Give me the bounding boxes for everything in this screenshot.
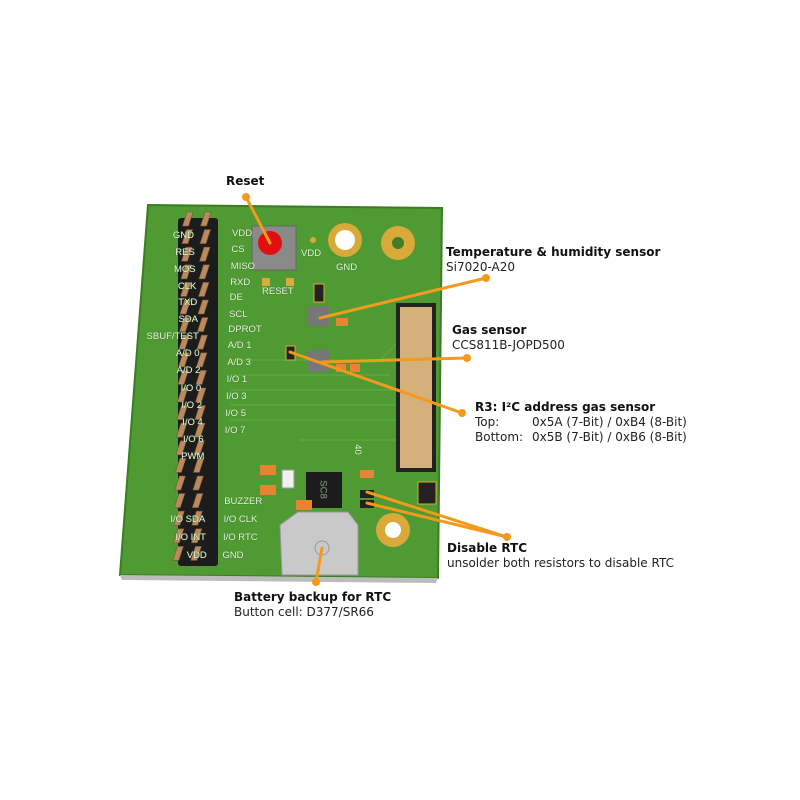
header-pin [174, 475, 186, 491]
annotation-reset: Reset [226, 174, 265, 188]
header-pin [180, 282, 192, 297]
header-pin [177, 370, 189, 385]
header-left-label: I/O 2 [181, 400, 202, 411]
header-pin [198, 264, 210, 280]
header-pin [190, 546, 202, 561]
header-pin [193, 440, 205, 456]
header-pin [177, 387, 189, 403]
header-left-label: I/O INT [175, 532, 206, 543]
header-pin [181, 246, 193, 262]
header-right-label: A/D 1 [227, 340, 252, 351]
header-pin [192, 458, 205, 473]
header-pin [196, 352, 208, 368]
header-left-label: RES [175, 247, 195, 258]
header-right-label: I/O 1 [226, 374, 248, 385]
header-right-label: MISO [230, 261, 256, 272]
header-right-label: CS [231, 244, 245, 255]
header-right-label: I/O 5 [225, 408, 246, 419]
header-left-label: A/D 2 [176, 365, 201, 376]
header-pin [174, 458, 187, 473]
header-left-label: VDD [186, 550, 207, 561]
header-pin [172, 528, 185, 544]
header-pin [197, 317, 209, 332]
header-right-label: A/D 3 [227, 357, 251, 368]
header-left-label: I/O 6 [183, 434, 204, 445]
header-left-label: I/O 4 [182, 417, 203, 428]
leader-rtc-1 [365, 490, 509, 539]
header-left-label: PWM [181, 451, 205, 462]
header-right-label: I/O 7 [224, 425, 246, 436]
header-pin [182, 211, 194, 227]
header-pin [198, 282, 210, 297]
header-right-label: GND [222, 550, 244, 561]
header-pin [196, 334, 208, 350]
header-pin [173, 510, 185, 526]
header-pin [190, 528, 203, 544]
header-pin [179, 299, 191, 315]
leader-gas [320, 356, 469, 364]
header-left-label: A/D 0 [175, 348, 200, 359]
header-right-label: RXD [230, 277, 251, 288]
header-left-label: SDA [178, 314, 198, 325]
header-left-label: SBUF/TEST [146, 331, 199, 342]
header-pin [178, 352, 190, 368]
header-pin [194, 422, 206, 438]
reset-silk-label: RESET [262, 286, 294, 297]
connector-label: 40 [351, 444, 363, 455]
header-right-label: I/O RTC [223, 532, 258, 543]
header-left-label: GND [172, 230, 194, 241]
gnd-silk-label: GND [336, 262, 358, 273]
header-pin [172, 546, 184, 561]
header-pin [176, 405, 188, 420]
header-pin [197, 299, 209, 315]
header-right-label: SCL [229, 309, 248, 320]
header-pin [199, 246, 211, 262]
header-right-label: I/O CLK [223, 514, 258, 525]
header-left-label: I/O SDA [170, 514, 206, 525]
header-pin [191, 493, 204, 508]
fpc-connector [396, 303, 436, 472]
header-pin [194, 405, 206, 420]
header-pin [191, 510, 203, 526]
header-pin [178, 334, 190, 350]
leader-temp [318, 276, 488, 320]
vdd-silk-label: VDD [301, 248, 322, 259]
header-pin [180, 264, 192, 280]
ic-label: SC8 [317, 480, 329, 499]
header-right-label: DPROT [228, 324, 262, 335]
header-pin [176, 422, 188, 438]
annotation-r3: R3: I²C address gas sensor Top:0x5A (7-B… [475, 400, 687, 444]
header-pin [181, 229, 193, 244]
header-pin [200, 211, 212, 227]
battery-holder [279, 511, 359, 576]
header-pin [173, 493, 186, 508]
header-pin [195, 370, 207, 385]
leader-battery [314, 546, 324, 584]
temp-sensor-chip [308, 306, 330, 326]
header-left-label: MOS [173, 264, 196, 275]
leader-reset [244, 195, 272, 245]
header-right-label: VDD [232, 228, 253, 239]
leader-r3 [288, 350, 464, 415]
header-pin [199, 229, 211, 244]
header-pin [175, 440, 187, 456]
header-left-label: I/O 0 [180, 383, 202, 394]
header-left-label: TXD [178, 297, 198, 308]
leader-rtc-2 [365, 501, 509, 539]
header-pin [179, 317, 191, 332]
header-right-label: BUZZER [224, 496, 263, 507]
header-left-label: CLK [177, 281, 197, 292]
header-right-label: DE [229, 292, 243, 303]
header-pin [195, 387, 207, 403]
header-right-label: I/O 3 [226, 391, 247, 402]
header-pin [192, 475, 204, 491]
